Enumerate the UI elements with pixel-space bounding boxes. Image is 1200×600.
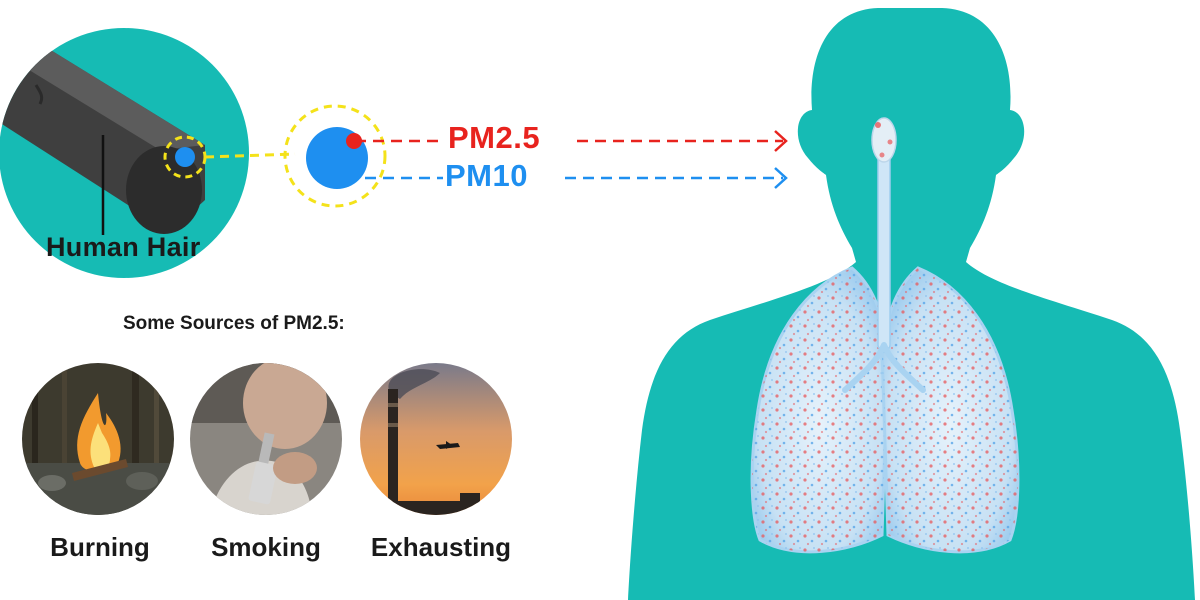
pm25-arrow — [355, 130, 788, 152]
source-exhausting-label: Exhausting — [370, 532, 512, 562]
source-burning-label: Burning — [50, 532, 150, 562]
sources-heading: Some Sources of PM2.5: — [123, 313, 345, 334]
zoom-connector — [204, 152, 296, 159]
source-exhausting — [360, 363, 512, 515]
lungs-icon — [750, 266, 1020, 554]
source-smoking — [190, 363, 342, 515]
hair-magnifier-icon — [0, 28, 249, 278]
pm10-label: PM10 — [445, 158, 528, 193]
particle-zoom-icon — [283, 104, 387, 208]
hair-label: Human Hair — [46, 232, 201, 262]
smokestack-icon — [360, 363, 512, 515]
pm10-arrow — [365, 167, 788, 189]
source-smoking-label: Smoking — [211, 532, 321, 562]
source-burning — [22, 363, 174, 515]
lighter-icon — [190, 363, 342, 515]
campfire-icon — [22, 363, 174, 515]
trachea-icon — [842, 117, 926, 393]
pm25-label: PM2.5 — [448, 120, 541, 155]
human-silhouette-icon — [628, 8, 1195, 600]
